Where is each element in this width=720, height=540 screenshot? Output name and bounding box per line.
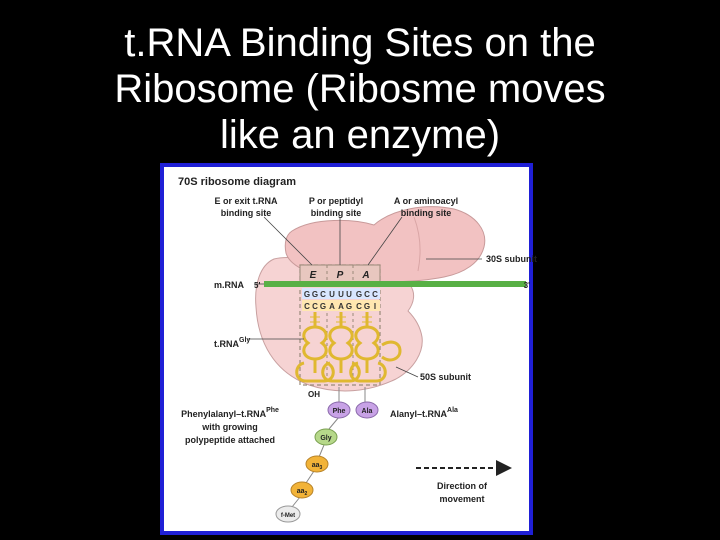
- growing-label-line2: polypeptide attached: [185, 435, 275, 445]
- anticodon-base: A: [338, 302, 344, 311]
- codon-base: U: [346, 290, 352, 299]
- gly-bead-label: Gly: [320, 435, 331, 442]
- three-prime-label: 3': [524, 281, 530, 290]
- trna-ladder-detail: [310, 316, 372, 323]
- subunit-30s-label: 30S subunit: [486, 254, 537, 264]
- anticodon-base: G: [320, 302, 326, 311]
- aa3-bead: [305, 455, 329, 473]
- direction-label-line1: Direction of: [437, 481, 488, 491]
- codon-base: U: [338, 290, 344, 299]
- ribosome-diagram: E P A G G C U U U G C C C C G: [178, 176, 537, 523]
- codon-row-top: G G C U U U G C C: [302, 288, 380, 299]
- e-site-label-line2: binding site: [221, 208, 272, 218]
- diagram-title: 70S ribosome diagram: [178, 176, 296, 188]
- aa2-bead: [290, 481, 314, 499]
- ribosome-figure-canvas: E P A G G C U U U G C C C C G: [164, 167, 537, 531]
- phe-bead: [327, 401, 351, 419]
- slide-title: t.RNA Binding Sites on the Ribosome (Rib…: [0, 20, 720, 158]
- fmet-bead-label: f-Met: [281, 513, 295, 519]
- codon-base: C: [320, 290, 326, 299]
- ala-bead: [355, 401, 379, 419]
- a-site-label-line1: A or aminoacyl: [394, 196, 458, 206]
- site-p-label: P: [337, 270, 344, 281]
- anticodon-base: C: [312, 302, 318, 311]
- codon-base: G: [356, 290, 362, 299]
- anticodon-base: G: [364, 302, 370, 311]
- five-prime-label: 5': [254, 281, 260, 290]
- a-site-label-line2: binding site: [401, 208, 452, 218]
- subunit-50s-label: 50S subunit: [420, 372, 471, 382]
- anticodon-base: I: [374, 302, 376, 311]
- ala-bead-label: Ala: [362, 408, 373, 415]
- direction-label-line2: movement: [439, 494, 484, 504]
- anticodon-base: G: [346, 302, 352, 311]
- trna-molecules: [295, 312, 402, 383]
- mrna-label: m.RNA: [214, 280, 245, 290]
- aa2-bead-label: aa2: [297, 488, 308, 497]
- alanyl-trna-label: Alanyl–t.RNAAla: [390, 407, 458, 419]
- codon-base: C: [364, 290, 370, 299]
- e-site-label-line1: E or exit t.RNA: [214, 196, 278, 206]
- anticodon-base: A: [329, 302, 335, 311]
- trna-gly-label: t.RNAGly: [214, 337, 250, 349]
- codon-base: U: [329, 290, 335, 299]
- ribosome-figure: E P A G G C U U U G C C C C G: [160, 163, 537, 535]
- site-e-label: E: [310, 270, 317, 281]
- site-a-label: A: [361, 270, 369, 281]
- title-line-1: t.RNA Binding Sites on the: [124, 21, 596, 65]
- oh-label: OH: [308, 390, 320, 399]
- anticodon-base: C: [304, 302, 310, 311]
- codon-base: G: [312, 290, 318, 299]
- phe-bead-label: Phe: [333, 408, 346, 415]
- title-line-2: Ribosome (Ribosme moves: [114, 67, 606, 111]
- binding-site-box: [299, 264, 381, 386]
- p-site-label-line2: binding site: [311, 208, 362, 218]
- fmet-bead: [275, 505, 301, 523]
- codon-base: G: [304, 290, 310, 299]
- subunit-30s-shape: [284, 206, 486, 283]
- phenylalanyl-trna-label: Phenylalanyl–t.RNAPhe: [181, 407, 279, 419]
- codon-row-bottom: C C G A A G C G I: [302, 300, 380, 311]
- p-site-label-line1: P or peptidyl: [309, 196, 363, 206]
- title-line-3: like an enzyme): [219, 113, 501, 157]
- amino-acid-chain: Phe Ala Gly aa3 aa2 f-Met: [275, 387, 379, 523]
- mrna-strand: [264, 281, 526, 287]
- growing-label-line1: with growing: [201, 422, 258, 432]
- aa3-bead-label: aa3: [312, 462, 323, 471]
- anticodon-base: C: [356, 302, 362, 311]
- gly-bead: [314, 428, 338, 446]
- codon-base: C: [372, 290, 378, 299]
